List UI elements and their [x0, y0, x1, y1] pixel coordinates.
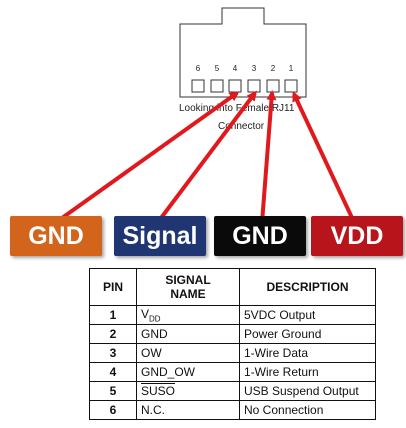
signal-name-cell: GND — [136, 324, 240, 344]
table-row: 3 OW 1-Wire Data — [89, 343, 376, 363]
badge-gnd-right: GND — [214, 216, 306, 256]
pin-number-4: 4 — [233, 64, 238, 73]
signal-name-cell: VDD — [136, 305, 240, 325]
description-cell: Power Ground — [239, 324, 376, 344]
connector-caption-line2: Connector — [218, 121, 265, 132]
signal-name-cell: OW — [136, 343, 240, 363]
description-cell: 5VDC Output — [239, 305, 376, 325]
signal-name-cell: GND_OW — [136, 362, 240, 382]
pin-contact-1 — [284, 79, 298, 93]
pin-contact-4 — [228, 79, 242, 93]
description-cell: USB Suspend Output — [239, 381, 376, 401]
badge-vdd: VDD — [311, 216, 403, 256]
pin-number-1: 1 — [289, 64, 294, 73]
table-row: 2 GND Power Ground — [89, 324, 376, 344]
connector-caption-line1: Looking into Female RJ11 — [179, 103, 295, 114]
header-description: DESCRIPTION — [239, 268, 376, 306]
pin-cell: 1 — [89, 305, 137, 325]
signal-name-cell: SUSO — [136, 381, 240, 401]
table-row: 5 SUSO USB Suspend Output — [89, 381, 376, 401]
signal-name-subscript: DD — [149, 314, 161, 324]
pin-number-5: 5 — [215, 64, 220, 73]
signal-name-main: V — [141, 306, 150, 321]
rj11-connector-outline — [179, 7, 307, 98]
badge-signal: Signal — [114, 216, 206, 256]
table-row: 1 VDD 5VDC Output — [89, 305, 376, 325]
table-row: 6 N.C. No Connection — [89, 400, 376, 420]
signal-name-cell: N.C. — [136, 400, 240, 420]
pin-contact-5 — [210, 79, 224, 93]
arrow-gnd-to-pin2 — [260, 90, 277, 224]
header-signal-name: SIGNAL NAME — [136, 268, 240, 306]
description-cell: 1-Wire Data — [239, 343, 376, 363]
pin-number-3: 3 — [252, 64, 257, 73]
description-cell: 1-Wire Return — [239, 362, 376, 382]
badge-gnd-left: GND — [10, 216, 102, 256]
pin-contact-6 — [191, 79, 205, 93]
pin-contact-2 — [266, 79, 280, 93]
description-cell: No Connection — [239, 400, 376, 420]
arrow-vdd-to-pin1 — [292, 91, 356, 223]
rj11-pinout-diagram: 6 5 4 3 2 1 Looking into Female RJ11 Con… — [53, 7, 356, 225]
header-pin: PIN — [89, 268, 137, 306]
pin-cell: 5 — [89, 381, 137, 401]
pin-contact-3 — [247, 79, 261, 93]
table-row: 4 GND_OW 1-Wire Return — [89, 362, 376, 382]
arrow-signal-to-pin3 — [156, 90, 257, 224]
pin-number-6: 6 — [196, 64, 201, 73]
pin-cell: 3 — [89, 343, 137, 363]
table-header-row: PIN SIGNAL NAME DESCRIPTION — [89, 268, 376, 306]
pin-number-2: 2 — [271, 64, 276, 73]
pin-cell: 2 — [89, 324, 137, 344]
signal-name-overlined: SUSO — [141, 384, 176, 398]
pin-cell: 4 — [89, 362, 137, 382]
pin-cell: 6 — [89, 400, 137, 420]
pinout-table: PIN SIGNAL NAME DESCRIPTION 1 VDD 5VDC O… — [89, 268, 376, 420]
arrow-gnd-to-pin4 — [53, 91, 240, 225]
header-signal-name-text: SIGNAL NAME — [165, 273, 211, 301]
